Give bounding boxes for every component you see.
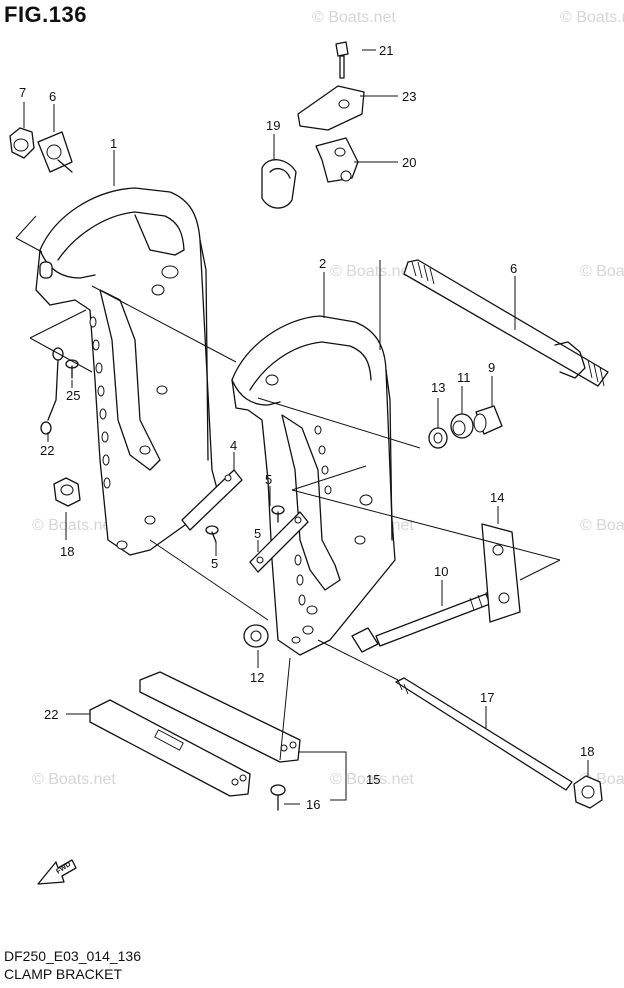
part-labels: 7 6 1 19 21 23 20 2 7 8 6 6 9 11 13 14 1… bbox=[19, 43, 594, 812]
part-17-shaft bbox=[395, 677, 573, 791]
part-label[interactable]: 17 bbox=[480, 690, 494, 705]
watermark: © Boats.net bbox=[330, 771, 414, 788]
part-21-bolt bbox=[335, 41, 349, 79]
watermark: © Boats.net bbox=[330, 263, 414, 280]
part-label[interactable]: 18 bbox=[580, 744, 594, 759]
part-7-plate bbox=[37, 131, 73, 173]
watermark: © Boats.net bbox=[580, 517, 624, 534]
part-13-washer bbox=[428, 427, 448, 449]
part-14-plate bbox=[481, 523, 521, 623]
part-3-plate bbox=[181, 469, 243, 531]
watermark: © Boats.net bbox=[580, 263, 624, 280]
figure-title: FIG.136 bbox=[4, 2, 87, 27]
part-label[interactable]: 15 bbox=[366, 772, 380, 787]
part-label[interactable]: 9 bbox=[488, 360, 495, 375]
part-label[interactable]: 5 bbox=[211, 556, 218, 571]
part-label[interactable]: 5 bbox=[265, 472, 272, 487]
part-label[interactable]: 23 bbox=[402, 89, 416, 104]
part-6-tilt-tube bbox=[403, 259, 609, 387]
part-18-nut-right bbox=[573, 775, 603, 809]
part-20-bracket bbox=[315, 137, 359, 183]
watermark: © Boats.net bbox=[560, 9, 624, 26]
part-5-screw-lower bbox=[205, 525, 219, 543]
part-label[interactable]: 2 bbox=[319, 256, 326, 271]
watermark: © Boats.net bbox=[32, 771, 116, 788]
part-15-pad bbox=[139, 671, 301, 763]
part-19-cap bbox=[261, 159, 297, 209]
part-5-screw-upper bbox=[271, 505, 285, 523]
figure-code: DF250_E03_014_136 bbox=[4, 948, 142, 964]
part-12-washer bbox=[243, 624, 269, 648]
part-label[interactable]: 10 bbox=[434, 564, 448, 579]
part-label-6[interactable]: 6 bbox=[510, 261, 517, 276]
part-16-bolt bbox=[270, 784, 286, 811]
part-9-bushing bbox=[473, 405, 503, 435]
leader-lines bbox=[15, 49, 589, 805]
part-label[interactable]: 12 bbox=[250, 670, 264, 685]
part-23-cover bbox=[297, 85, 365, 131]
part-label[interactable]: 5 bbox=[254, 526, 261, 541]
part-label[interactable]: 18 bbox=[60, 544, 74, 559]
part-label[interactable]: 13 bbox=[431, 380, 445, 395]
watermark: © Boats.net bbox=[32, 517, 116, 534]
part-11-bushing bbox=[450, 413, 474, 439]
part-4-plate bbox=[249, 511, 309, 573]
part-label-22[interactable]: 22 bbox=[44, 707, 58, 722]
fwd-arrow: FWD bbox=[37, 859, 77, 885]
part-label[interactable]: 4 bbox=[230, 438, 237, 453]
part-label[interactable]: 16 bbox=[306, 797, 320, 812]
part-10-bolt bbox=[351, 591, 491, 653]
part-2-clamp-bracket-right bbox=[231, 315, 396, 656]
part-label[interactable]: 21 bbox=[379, 43, 393, 58]
part-22-pad bbox=[89, 699, 251, 797]
part-1-clamp-bracket-left bbox=[35, 187, 221, 556]
part-label[interactable]: 6 bbox=[49, 89, 56, 104]
part-label[interactable]: 11 bbox=[457, 370, 471, 385]
part-24-wire bbox=[40, 347, 64, 435]
part-8-nut bbox=[9, 127, 35, 159]
part-label[interactable]: 25 bbox=[66, 388, 80, 403]
part-label[interactable]: 19 bbox=[266, 118, 280, 133]
part-18-nut-left bbox=[53, 477, 81, 507]
part-label[interactable]: 22 bbox=[40, 443, 54, 458]
watermark: © Boats.net bbox=[312, 9, 396, 26]
part-label[interactable]: 7 bbox=[19, 85, 26, 100]
part-label[interactable]: 14 bbox=[490, 490, 504, 505]
part-label[interactable]: 20 bbox=[402, 155, 416, 170]
part-label[interactable]: 1 bbox=[110, 136, 117, 151]
figure-name: CLAMP BRACKET bbox=[4, 966, 122, 982]
part-25-screw bbox=[65, 359, 79, 379]
